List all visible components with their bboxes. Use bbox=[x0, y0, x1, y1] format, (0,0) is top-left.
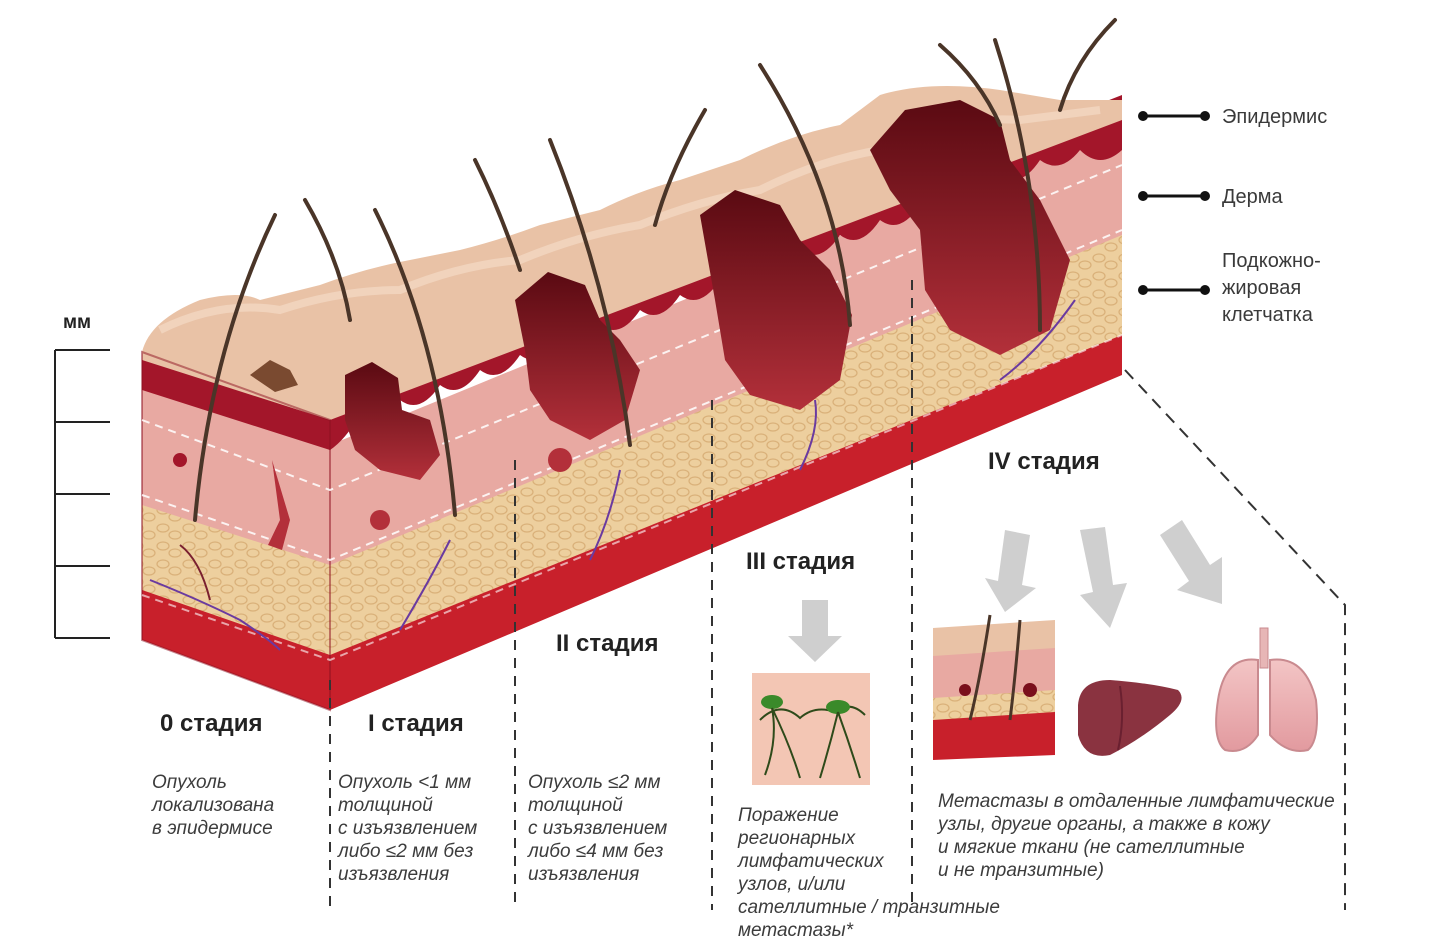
stage-title-0: 0 стадия bbox=[160, 710, 263, 737]
arrows bbox=[788, 520, 1222, 662]
stage-title-4: IV стадия bbox=[988, 448, 1100, 475]
mm-scale bbox=[54, 349, 110, 639]
stage-title-3: III стадия bbox=[746, 548, 856, 575]
front-face bbox=[141, 350, 331, 712]
vessels bbox=[149, 299, 1076, 651]
stage-desc-4: Метастазы в отдаленные лимфатические узл… bbox=[938, 791, 1335, 881]
layer-label-epidermis: Эпидермис bbox=[1222, 106, 1328, 128]
tumor-stage-3 bbox=[700, 190, 852, 410]
layer-label-subcutaneous: Подкожно- жировая клетчатка bbox=[1222, 250, 1321, 326]
tumors bbox=[173, 100, 1070, 550]
mm-scale-label: мм bbox=[63, 312, 92, 333]
stage-title-2: II стадия bbox=[556, 630, 659, 657]
liver-icon bbox=[1078, 680, 1182, 756]
layer-pointers bbox=[1138, 111, 1210, 295]
stage-dividers bbox=[329, 280, 913, 910]
arrow-stage-3 bbox=[788, 600, 842, 662]
stage-desc-0: Опухоль локализована в эпидермисе bbox=[152, 772, 275, 839]
base-layer bbox=[142, 330, 1122, 710]
arrow-to-skin bbox=[985, 530, 1036, 612]
dermis-papillae bbox=[142, 95, 1122, 450]
stage-desc-3: Поражение регионарных лимфатических узло… bbox=[738, 805, 1000, 941]
lungs-icon bbox=[1215, 627, 1318, 752]
layer-label-dermis: Дерма bbox=[1222, 186, 1283, 208]
tumor-stage-4 bbox=[870, 100, 1070, 355]
epidermis-layer bbox=[142, 86, 1122, 420]
stage-desc-1: Опухоль <1 мм толщиной с изъязвлением ли… bbox=[338, 772, 478, 885]
lymph-node-inset bbox=[752, 673, 870, 785]
skin-metastasis-inset bbox=[933, 614, 1055, 760]
tumor-stage-1 bbox=[345, 362, 440, 480]
stage-desc-2: Опухоль ≤2 мм толщиной с изъязвлением ли… bbox=[528, 772, 668, 885]
stage-title-1: I стадия bbox=[368, 710, 464, 737]
tumor-stage-2 bbox=[515, 272, 640, 440]
hairs bbox=[193, 18, 1117, 522]
tumor-stage-0 bbox=[250, 360, 298, 392]
arrow-to-lungs bbox=[1160, 520, 1222, 604]
arrow-to-liver bbox=[1080, 527, 1127, 628]
